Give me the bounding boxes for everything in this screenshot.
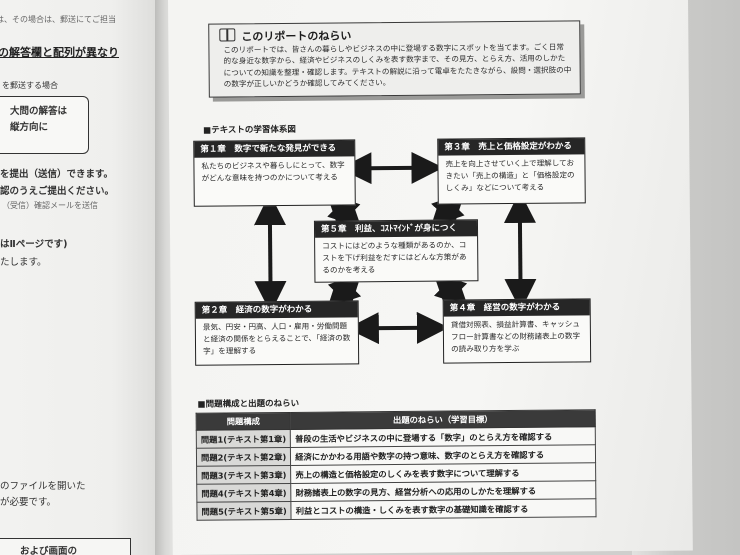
left-line: を郵送する場合 <box>2 81 58 90</box>
question-label: 問題1(テキスト第1章) <box>196 429 291 449</box>
chapter-5-box: 第５章 利益、ｺｽﾄﾏｲﾝﾄﾞが身につく コストにはどのような種類があるのか、コ… <box>313 219 479 283</box>
question-label: 問題4(テキスト第4章) <box>196 483 292 503</box>
arrow-ch2-ch4 <box>346 311 449 345</box>
chapter-5-title: 第５章 利益、ｺｽﾄﾏｲﾝﾄﾞが身につく <box>314 220 478 238</box>
left-line: のファイルを開いた <box>0 481 86 492</box>
arrow-ch5-ch2 <box>327 273 362 308</box>
arrow-ch5-ch1 <box>326 193 362 228</box>
left-page: は、その場合は、郵送にてご担当 の解答欄と配列が異なり を郵送する場合 大問の解… <box>0 0 160 555</box>
chapter-2-box: 第２章 経済の数字がわかる 景気、円安・円高、人口・雇用・労働問題と経済の関係を… <box>194 300 360 366</box>
left-answer-box: 大問の解答は 縦方向に <box>0 96 89 154</box>
chapter-1-body: 私たちのビジネスや暮らしにとって、数字がどんな意味を持つのかについて考える <box>201 160 345 183</box>
chapter-arrows <box>253 151 537 345</box>
left-bottom-box: および画面の <box>0 538 131 555</box>
left-line: を提出（送信）できます。 <box>0 169 114 180</box>
left-box-line: 大問の解答は <box>10 106 68 117</box>
arrow-ch3-ch4 <box>503 190 537 311</box>
chapter-2-body: 景気、円安・円高、人口・雇用・労働問題と経済の関係をとらえることで、「経済の数字… <box>202 321 351 356</box>
chapter-1-title: 第１章 数字で新たな発見ができる <box>194 140 355 158</box>
chapter-4-box: 第４章 経営の数字がわかる 貸借対照表、損益計算書、キャッシュフロー計算書などの… <box>442 298 592 364</box>
chapter-2-title: 第２章 経済の数字がわかる <box>195 301 358 319</box>
left-line: （受信）確認メールを送信 <box>2 201 98 210</box>
left-line: および画面の <box>20 546 78 555</box>
arrow-ch5-ch3 <box>430 192 466 228</box>
arrow-ch5-ch4 <box>433 272 469 307</box>
arrow-ch1-ch3 <box>339 151 444 185</box>
arrow-ch1-ch2 <box>253 193 287 314</box>
table-row: 問題5(テキスト第5章) 利益とコストの構造・しくみを表す数字の基礎知識を確認す… <box>196 498 597 521</box>
left-line: 認のうえご提出ください。 <box>0 186 115 197</box>
left-line: たします。 <box>0 257 47 268</box>
left-box-line: 縦方向に <box>10 122 49 133</box>
chapter-5-body: コストにはどのような種類があるのか、コストを下げ利益をだすにはどんな方策があるの… <box>322 240 467 275</box>
chapter-3-title: 第３章 売上と価格設定がわかる <box>438 138 585 156</box>
question-label: 問題5(テキスト第5章) <box>196 501 292 521</box>
chapter-1-box: 第１章 数字で新たな発見ができる 私たちのビジネスや暮らしにとって、数字がどんな… <box>193 139 356 207</box>
left-line: はⅡページです) <box>0 239 68 250</box>
left-line: が必要です。 <box>0 497 57 508</box>
chapter-3-body: 売上を向上させていく上で理解しておきたい「売上の構造」と「価格設定のしくみ」など… <box>445 158 575 193</box>
chapter-4-title: 第４章 経営の数字がわかる <box>443 299 590 317</box>
left-line: は、その場合は、郵送にてご担当 <box>0 15 116 24</box>
questions-table: 問題構成 出題のねらい（学習目標） 問題1(テキスト第1章) 普段の生活やビジネ… <box>196 409 597 521</box>
questions-heading: ■問題構成と出題のねらい <box>197 398 300 410</box>
chapter-3-box: 第３章 売上と価格設定がわかる 売上を向上させていく上で理解しておきたい「売上の… <box>437 137 586 205</box>
question-label: 問題3(テキスト第3章) <box>196 465 291 485</box>
right-page: このリポートのねらい このリポートでは、皆さんの暮らしやビジネスの中に登場する数… <box>168 0 693 555</box>
question-aim: 利益とコストの構造・しくみを表す数字の基礎知識を確認する <box>291 498 597 520</box>
chapter-4-body: 貸借対照表、損益計算書、キャッシュフロー計算書などの財務諸表上の数字の読み取り方… <box>450 319 581 354</box>
col-header-structure: 問題構成 <box>196 412 291 431</box>
question-label: 問題2(テキスト第2章) <box>196 447 291 467</box>
left-heading: の解答欄と配列が異なり <box>0 46 119 59</box>
